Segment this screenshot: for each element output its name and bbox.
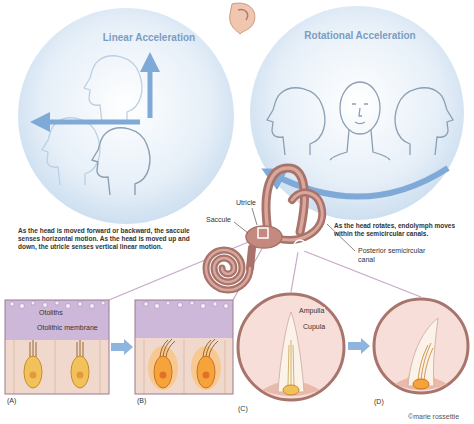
sequence-arrow: [111, 339, 133, 355]
panel-letter: (D): [374, 398, 384, 407]
ear-icon: [230, 3, 255, 34]
part-label: Posterior semicircular canal: [358, 247, 430, 264]
panel-letter: (B): [137, 397, 146, 406]
description: As the head is moved forward or backward…: [18, 227, 204, 251]
part-label: Cupula: [302, 323, 326, 332]
part-label: Saccule: [206, 216, 231, 225]
part-label: Utricle: [236, 199, 256, 208]
section-title: Rotational Acceleration: [280, 30, 440, 42]
panel: (B): [135, 300, 233, 394]
copyright: ©marie rossettie: [408, 413, 459, 422]
linear-region: Linear Acceleration: [18, 8, 234, 224]
part-label: Ampulla: [298, 307, 325, 316]
ear-icon: [238, 10, 248, 20]
ampulla-panel: [374, 299, 468, 393]
linear-scene: [18, 8, 234, 224]
macula-panel: [135, 300, 233, 394]
sequence-arrow: [348, 338, 370, 354]
ampulla-panel: [238, 294, 344, 400]
part-label: Otoliths: [38, 309, 64, 318]
section-title: Linear Acceleration: [78, 32, 220, 44]
panel: (D): [372, 297, 470, 395]
rotational-region: Rotational Acceleration: [250, 6, 464, 220]
panel-letter: (C): [238, 405, 248, 414]
part-label: Otolithic membrane: [36, 324, 99, 333]
inner-ear: [206, 168, 322, 290]
panel: (C): [236, 292, 346, 402]
description: As the head rotates, endolymph moves wit…: [334, 222, 462, 238]
macula-panel: [5, 300, 109, 394]
panel-letter: (A): [7, 397, 16, 406]
rotational-scene: [250, 6, 464, 220]
